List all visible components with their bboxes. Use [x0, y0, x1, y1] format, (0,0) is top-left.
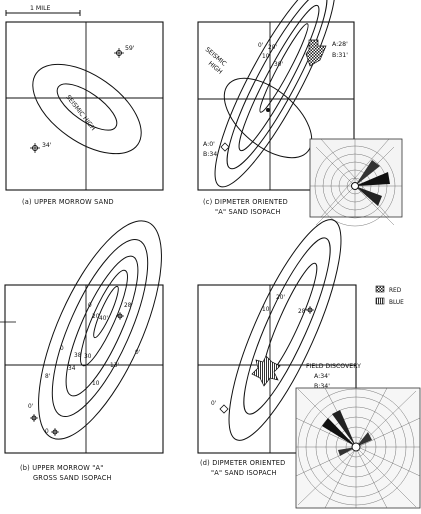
isopach-label: 20: [92, 314, 100, 320]
rose-diagram: [309, 138, 403, 227]
discovery-well-symbol: [251, 355, 281, 387]
well-value: A:28': [332, 41, 348, 48]
panel-b: 0 20 40' 28' 38 30 34 13' 0' 10 8' 0' 0 …: [0, 220, 164, 482]
contour-inner: [56, 83, 118, 131]
isopach-label: 0': [28, 404, 34, 410]
isopach-label: 13': [110, 363, 119, 369]
panel-a-frame: [5, 21, 164, 191]
discovery-value: B:34': [314, 383, 330, 390]
well-symbol: [220, 142, 230, 152]
well-value: B:34': [203, 151, 219, 158]
isopach-label: 30: [84, 354, 92, 360]
isopach-label: 20': [268, 45, 277, 51]
well-symbol: [51, 428, 59, 436]
panel-d: 20' 10' 28' 0' FIELD DISCOVERY A:34' B:3…: [197, 219, 421, 509]
seismic-high-label: SEISMIC HIGH: [64, 94, 96, 132]
contour-outer: [32, 63, 142, 155]
rose-diagram: [295, 387, 421, 509]
isopach-label: 8': [45, 374, 51, 380]
isopach-contour: [243, 237, 331, 415]
isopach-contour: [65, 255, 139, 397]
panel-c-caption: (c) DIPMETER ORIENTED: [203, 198, 288, 206]
well-symbol: [116, 312, 124, 320]
isopach-label: 0': [135, 350, 141, 356]
panel-a-caption: (a) UPPER MORROW SAND: [22, 198, 114, 206]
well-symbol: [114, 48, 124, 58]
scale-bar: 1 MILE: [5, 5, 81, 16]
well-dot: [266, 108, 270, 112]
discovery-value: A:34': [314, 373, 330, 380]
isopach-contour: [214, 0, 336, 188]
legend-swatch-red: [375, 285, 385, 293]
dipmeter-arrow: [305, 39, 327, 67]
panel-d-frame: [197, 284, 357, 454]
isopach-label: 28': [298, 309, 307, 315]
isopach-label: 10: [92, 381, 100, 387]
panel-b-caption: GROSS SAND ISOPACH: [33, 474, 112, 482]
isopach-contour: [228, 219, 342, 441]
isopach-contour: [259, 23, 309, 113]
isopach-contour: [51, 238, 149, 418]
isopach-label: 0': [211, 401, 217, 407]
isopach-contour: [226, 0, 328, 170]
panel-b-frame: [4, 284, 164, 454]
legend-label: RED: [389, 288, 402, 294]
panel-d-caption: "A" SAND ISOPACH: [211, 469, 277, 477]
isopach-label: 28': [124, 303, 133, 309]
panel-d-caption: (d) DIPMETER ORIENTED: [200, 459, 285, 467]
well-symbol: [30, 143, 40, 153]
well-symbol: [219, 404, 229, 414]
panel-a: SEISMIC HIGH 59' 34' (a) UPPER MORROW SA…: [5, 21, 164, 206]
panel-c-caption: "A" SAND ISOPACH: [215, 208, 281, 216]
isopach-label: 10': [262, 307, 271, 313]
panel-c: SEISMIC HIGH 0' 20' 10' 30' A:28' B:31' …: [197, 0, 403, 227]
panel-b-caption: (b) UPPER MORROW "A": [20, 464, 103, 472]
isopach-label: 10': [262, 54, 271, 60]
isopach-label: 0: [45, 429, 49, 435]
isopach-label: 0: [88, 303, 92, 309]
panel-c-frame: [197, 21, 355, 191]
isopach-label: 40': [99, 316, 108, 322]
well-symbol: [30, 414, 38, 422]
isopach-label: 30': [274, 62, 283, 68]
isopach-label: 38: [74, 353, 82, 359]
well-value: B:31': [332, 52, 348, 59]
seismic-contour: [223, 77, 313, 159]
isopach-contour: [238, 4, 320, 152]
isopach-label: 34: [68, 366, 76, 372]
isopach-contour: [38, 220, 162, 440]
well-symbol: [306, 306, 314, 314]
isopach-contour: [93, 285, 119, 339]
isopach-label: 0: [60, 346, 64, 352]
legend-swatch-blue: [375, 297, 385, 305]
well-value: 59': [125, 45, 135, 52]
well-value: 34': [42, 142, 52, 149]
well-value: A:0': [203, 141, 215, 148]
isopach-label: 0': [258, 43, 264, 49]
legend-label: BLUE: [389, 300, 404, 306]
isopach-label: 20': [276, 295, 285, 301]
discovery-label: FIELD DISCOVERY: [306, 363, 361, 370]
isopach-contour: [80, 269, 128, 367]
legend: RED BLUE: [375, 285, 404, 306]
scale-label: 1 MILE: [30, 5, 51, 12]
